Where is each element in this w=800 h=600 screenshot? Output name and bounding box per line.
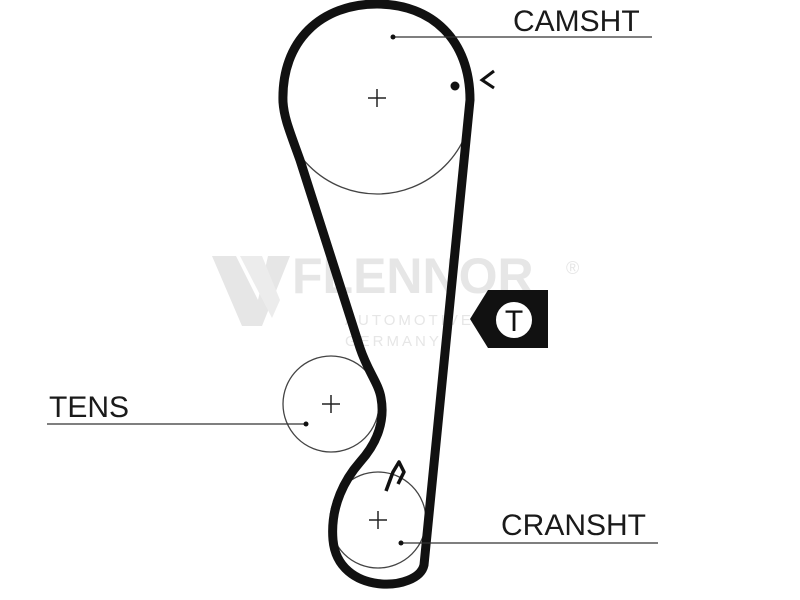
camshaft-timing-arrow-icon <box>479 69 495 90</box>
crankshaft-center-cross <box>369 511 387 529</box>
camshaft-leader-dot <box>390 34 396 40</box>
watermark-line2: GERMANY <box>345 333 442 350</box>
tension-side-marker: T <box>470 290 548 348</box>
camshaft-label: CAMSHT <box>513 5 640 38</box>
watermark-line1: AUTOMOTIVE <box>345 312 474 329</box>
crankshaft-label: CRANSHT <box>501 509 646 542</box>
camshaft-center-cross <box>368 89 386 107</box>
watermark-logo-shape <box>212 256 290 326</box>
watermark-registered: ® <box>566 258 579 278</box>
watermark-logo-shape-2 <box>240 256 280 318</box>
tensioner-center-cross <box>322 395 340 413</box>
camshaft-timing-dot <box>450 81 460 91</box>
tension-side-marker-text: T <box>505 305 523 338</box>
tension-side-marker-circle <box>494 300 534 340</box>
crankshaft-leader-dot <box>398 540 404 546</box>
timing-belt <box>278 0 475 589</box>
tensioner-label: TENS <box>49 391 129 424</box>
crankshaft-timing-mark-icon <box>384 460 406 492</box>
tensioner-leader-dot <box>303 421 309 427</box>
